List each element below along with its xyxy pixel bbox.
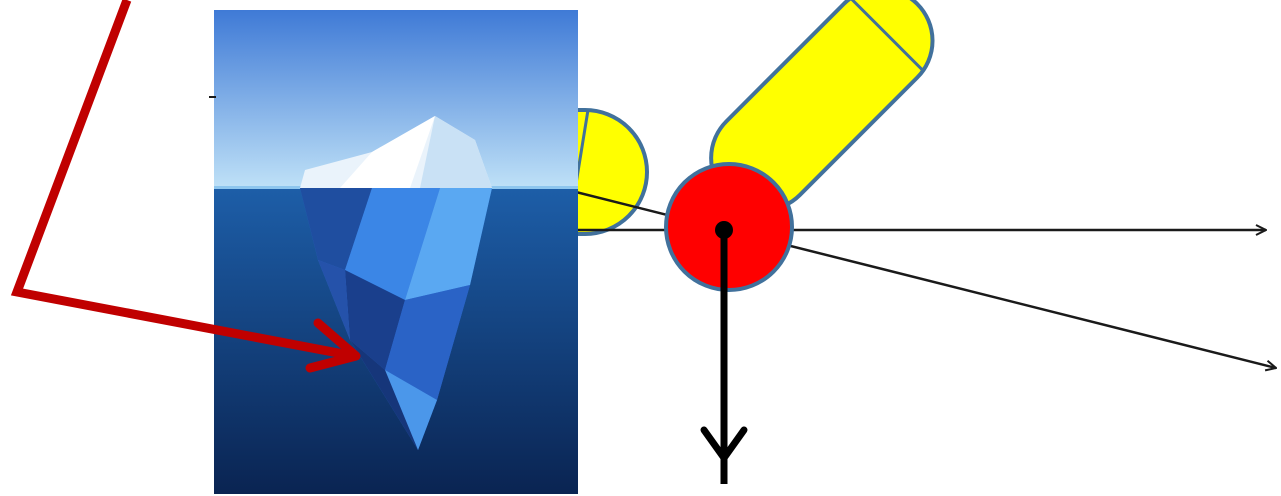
pivot-point <box>715 221 733 239</box>
iceberg-image <box>214 10 578 494</box>
